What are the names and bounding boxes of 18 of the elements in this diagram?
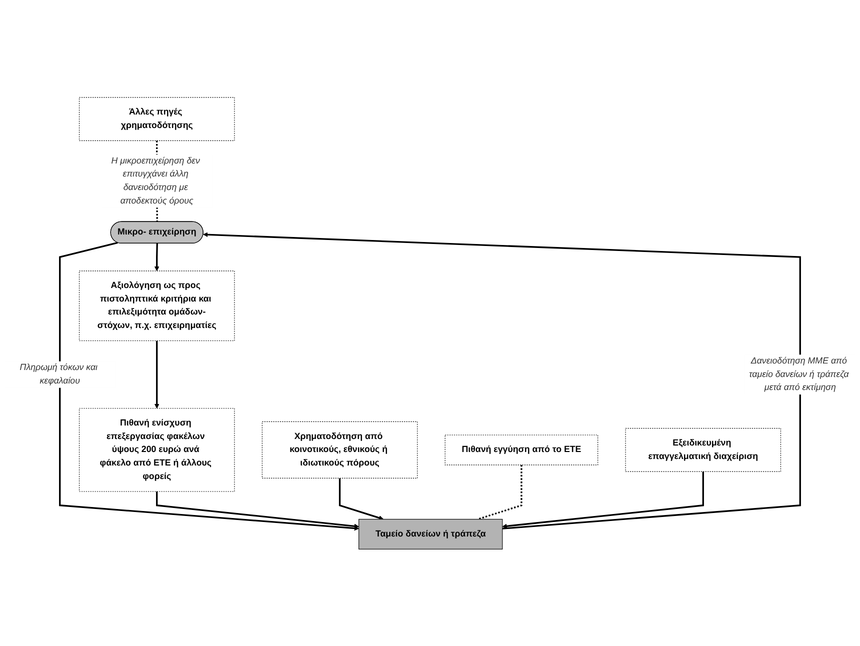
arrow (59, 242, 360, 530)
node-box: Πιθανή ενίσχυση επεξεργασίας φακέλων ύψους 200 ευρώ ανά φάκελο από ΕΤΕ ή άλλους φορείς (79, 408, 235, 492)
node-box: Ταμείο δανείων ή τράπεζα (358, 518, 503, 550)
node-box: Πιθανή εγγύηση από το ΕΤΕ (444, 434, 598, 465)
node-box: Χρηματοδότηση από κοινοτικούς, εθνικούς ή ιδιωτικούς πόρους (262, 421, 418, 478)
edge-label: Η μικροεπιχείρηση δεν επιτυγχάνει άλλη δανειοδότηση με αποδεκτούς όρους (111, 156, 200, 206)
arrow (502, 471, 704, 528)
arrow (154, 243, 160, 271)
edge-label: Δανειοδότηση ΜΜΕ από ταμείο δανείων ή τράπεζα μετά από εκτίμηση (748, 356, 849, 392)
connector (478, 464, 522, 520)
arrow (203, 232, 801, 530)
arrow (338, 478, 384, 520)
node-box: Εξειδικευμένη επαγγελματική διαχείριση (625, 428, 781, 472)
node-box: Άλλες πηγές χρηματοδότησης (79, 96, 235, 141)
edge-label: Πληρωμή τόκων και κεφαλαίου (20, 362, 98, 386)
arrow (154, 340, 160, 408)
node-box: Αξιολόγηση ως προς πιστοληπτικά κριτήρια και επιλεξιμότητα ομάδων-στόχων, π.χ. επιχειρηματίες (79, 270, 235, 341)
arrow (156, 491, 360, 528)
